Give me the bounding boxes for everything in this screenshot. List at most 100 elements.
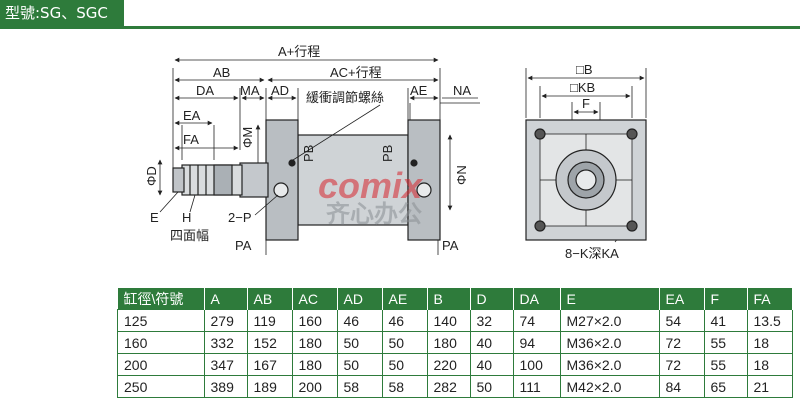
table-header-cell: E — [560, 288, 660, 310]
end-view-dimensions — [525, 68, 647, 150]
table-header-cell: A — [204, 288, 248, 310]
dim-da-label: DA — [196, 83, 214, 98]
table-cell: 160 — [117, 331, 205, 354]
dim-a-stroke-label: A+行程 — [278, 44, 320, 59]
dim-pa-left-label: PA — [235, 238, 252, 253]
table-cell: 180 — [291, 331, 338, 354]
table-cell: 111 — [512, 375, 561, 398]
cylinder-dimension-drawing: A+行程 AB AC+行程 DA MA AD AE NA EA FA ΦD ΦM… — [144, 44, 647, 261]
port-2p-label: 2−P — [228, 210, 252, 225]
dim-f-label: F — [582, 96, 590, 111]
table-cell: M36×2.0 — [559, 353, 660, 376]
table-cell: 160 — [291, 309, 338, 332]
dim-e-label: E — [150, 210, 159, 225]
table-cell: 46 — [336, 309, 383, 332]
table-cell: 332 — [203, 331, 248, 354]
table-cell: 50 — [381, 331, 428, 354]
table-cell: 140 — [426, 309, 471, 332]
table-cell: 119 — [246, 309, 293, 332]
dim-ea-label: EA — [183, 108, 201, 123]
table-header-cell: AC — [292, 288, 338, 310]
table-cell: 152 — [246, 331, 293, 354]
table-cell: 55 — [703, 331, 748, 354]
table-cell: 55 — [703, 353, 748, 376]
table-cell: 94 — [512, 331, 561, 354]
table-cell: M36×2.0 — [559, 331, 660, 354]
table-header-cell: AE — [382, 288, 428, 310]
header-rule — [0, 26, 800, 29]
dim-ma-label: MA — [240, 83, 260, 98]
page-header: 型號:SG、SGC — [0, 0, 800, 30]
table-cell: 72 — [658, 331, 705, 354]
table-cell: 58 — [381, 375, 428, 398]
table-cell: 180 — [291, 353, 338, 376]
dim-h-label: H — [182, 210, 191, 225]
dim-pb-right-label: PB — [380, 145, 395, 162]
table-cell: 189 — [246, 375, 293, 398]
table-cell: 50 — [381, 353, 428, 376]
dim-ab-label: AB — [213, 65, 230, 80]
table-header-cell: FA — [747, 288, 793, 310]
table-header-cell: B — [427, 288, 471, 310]
table-cell: 65 — [703, 375, 748, 398]
table-header-cell: AB — [247, 288, 293, 310]
dim-na-label: NA — [453, 83, 471, 98]
table-cell: M27×2.0 — [559, 309, 660, 332]
table-cell: 50 — [336, 331, 383, 354]
table-header-cell: F — [704, 288, 748, 310]
table-cell: 200 — [117, 353, 205, 376]
table-cell: 18 — [746, 331, 793, 354]
table-cell: M42×2.0 — [559, 375, 660, 398]
watermark-chinese: 齐心办公 — [326, 200, 422, 228]
table-cell: 282 — [426, 375, 471, 398]
table-cell: 50 — [469, 375, 514, 398]
table-cell: 46 — [381, 309, 428, 332]
watermark: comix 齐心办公 — [318, 165, 424, 228]
table-cell: 58 — [336, 375, 383, 398]
table-cell: 18 — [746, 353, 793, 376]
cylinder-end-view — [525, 119, 647, 241]
table-cell: 74 — [512, 309, 561, 332]
dim-pa-right-label: PA — [442, 238, 459, 253]
dim-ad-label: AD — [271, 83, 289, 98]
dim-box-b-label: □B — [576, 62, 593, 77]
dim-ae-label: AE — [410, 83, 428, 98]
dim-phi-d-label: ΦD — [144, 166, 159, 186]
table-cell: 200 — [291, 375, 338, 398]
dim-phi-n-label: ΦN — [454, 165, 469, 185]
table-header-cell: 缸徑\符號 — [117, 288, 205, 310]
cushion-screw-label: 緩衝調節螺絲 — [306, 90, 384, 105]
dim-fa-label: FA — [183, 132, 199, 147]
dim-box-kb-label: □KB — [570, 80, 595, 95]
four-face-label: 四面幅 — [170, 228, 209, 243]
table-cell: 21 — [746, 375, 793, 398]
table-cell: 167 — [246, 353, 293, 376]
table-cell: 50 — [336, 353, 383, 376]
extension-lines — [172, 68, 480, 170]
table-cell: 32 — [469, 309, 514, 332]
table-cell: 84 — [658, 375, 705, 398]
table-header-cell: EA — [659, 288, 705, 310]
table-cell: 347 — [203, 353, 248, 376]
table-cell: 13.5 — [746, 309, 793, 332]
table-cell: 100 — [512, 353, 561, 376]
table-cell: 40 — [469, 331, 514, 354]
model-title: 型號:SG、SGC — [0, 0, 124, 26]
table-cell: 279 — [203, 309, 248, 332]
cylinder-side-view — [172, 119, 441, 241]
table-cell: 180 — [426, 331, 471, 354]
table-header-cell: D — [470, 288, 514, 310]
table-cell: 40 — [469, 353, 514, 376]
watermark-brand: comix — [318, 165, 424, 206]
table-header-cell: AD — [337, 288, 383, 310]
dim-ac-stroke-label: AC+行程 — [330, 65, 382, 80]
k-depth-label: 8−K深KA — [565, 246, 619, 261]
table-header-cell: DA — [513, 288, 561, 310]
